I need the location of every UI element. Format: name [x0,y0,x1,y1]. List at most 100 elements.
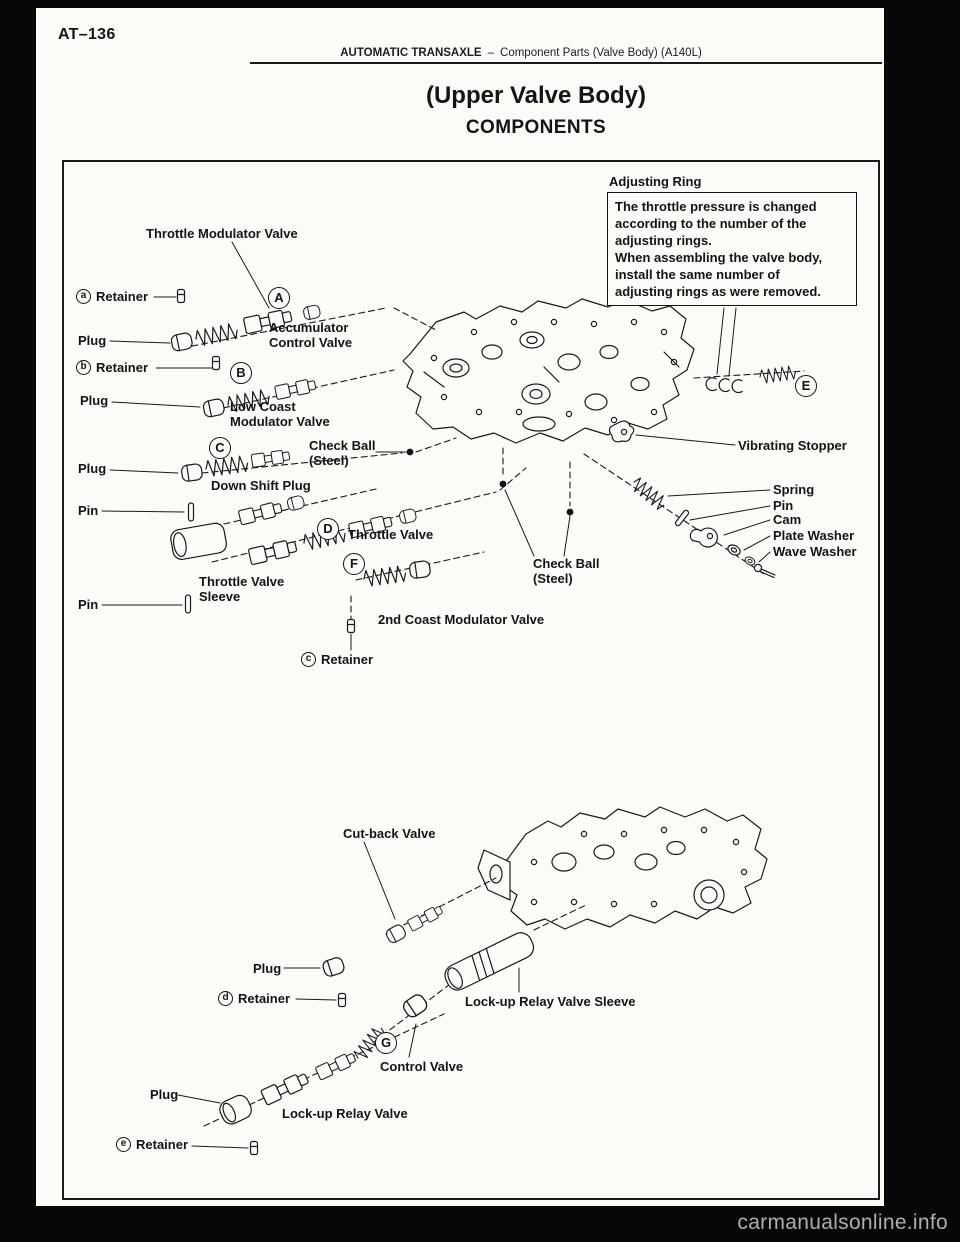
label-throttle-valve-sleeve: Throttle Valve Sleeve [199,574,285,604]
throttle-valve-sleeve-part [168,521,229,562]
label-retainer-c-text: Retainer [321,652,374,667]
plug-part [285,494,306,512]
label-2nd-coast-modulator-valve: 2nd Coast Modulator Valve [378,612,545,627]
callout-A-icon: A [268,287,290,309]
plug-part [201,397,226,419]
lock-up-relay-valve-part [314,1050,358,1081]
header-section: AUTOMATIC TRANSAXLE [340,47,482,59]
pin-part [187,502,195,522]
check-ball-part [565,508,575,517]
plug-part [320,955,347,979]
wave-washer-part [743,554,757,568]
label-throttle-modulator-valve: Throttle Modulator Valve [146,226,298,241]
diagram-box: Adjusting Ring The throttle pressure is … [62,160,880,1200]
screw-part [753,563,776,579]
label-lock-up-relay-valve: Lock-up Relay Valve [282,1106,408,1121]
label-lock-up-relay-valve-sleeve: Lock-up Relay Valve Sleeve [465,994,636,1009]
cut-back-valve-part [406,903,445,932]
label-spring: Spring [773,482,815,497]
callout-D-icon: D [317,518,339,540]
retainer-clip-part [346,618,356,634]
pin-part [184,594,192,614]
adjusting-ring-part [718,378,730,393]
check-ball-part [499,480,507,488]
low-coast-modulator-valve-part [274,377,318,401]
second-coast-modulator-valve-part [408,559,432,580]
header: AUTOMATIC TRANSAXLE–Component Parts (Val… [196,47,846,59]
throttle-valve-part [247,538,299,566]
label-low-coast-modulator-valve: Low Coast Modulator Valve [230,399,330,429]
lock-up-relay-valve-sleeve-part [440,928,538,995]
adjusting-ring-part [731,379,743,394]
page-title: (Upper Valve Body) COMPONENTS [336,82,736,139]
callout-B-icon: B [230,362,252,384]
label-throttle-valve: Throttle Valve [348,527,434,542]
label-plug-2: Plug [80,393,109,408]
label-check-ball-2: Check Ball (Steel) [533,556,600,586]
diagram-line-art [101,241,805,1156]
lock-up-relay-valve-part [260,1070,311,1106]
label-retainer-a-text: Retainer [96,289,149,304]
label-retainer-c: c Retainer [301,652,373,667]
spring-part [362,564,408,588]
label-retainer-e-text: Retainer [136,1137,189,1152]
spring-part [758,364,797,385]
lower-valve-body-casting [477,806,768,930]
down-shift-plug-part [237,500,284,526]
header-subsection: Component Parts (Valve Body) (A140L) [500,47,702,59]
label-control-valve: Control Valve [380,1059,464,1074]
check-ball-part [406,448,414,456]
spring-part [629,475,669,512]
label-adjusting-ring: Adjusting Ring [609,174,702,189]
cut-back-valve-part [384,922,408,945]
title-components: COMPONENTS [465,117,607,138]
callout-a-icon: a [76,289,91,304]
label-plug-3: Plug [78,461,107,476]
callout-d-icon: d [218,991,233,1006]
label-retainer-b-text: Retainer [96,360,149,375]
retainer-clip-part [176,288,186,304]
label-cam: Cam [773,512,802,527]
watermark: carmanualsonline.info [737,1211,948,1234]
callout-c-icon: c [301,652,316,667]
adjusting-ring-part [705,377,717,392]
label-pin-1: Pin [78,503,99,518]
label-pin-2: Pin [78,597,99,612]
label-down-shift-plug: Down Shift Plug [211,478,311,493]
title-upper-valve-body: (Upper Valve Body) [425,82,647,109]
spring-part [204,454,250,478]
label-retainer-d-text: Retainer [238,991,291,1006]
upper-valve-body-casting [402,298,695,444]
pin-part [673,508,691,528]
label-pin-3: Pin [773,498,794,513]
label-retainer-a: a Retainer [76,289,148,304]
manual-page: AT–136 AUTOMATIC TRANSAXLE–Component Par… [36,8,884,1206]
label-leader-lines [101,241,771,1149]
label-plug-5: Plug [150,1087,179,1102]
header-separator: – [487,47,495,59]
label-check-ball-1: Check Ball (Steel) [309,438,376,468]
adjusting-ring-note: The throttle pressure is changed accordi… [607,192,857,306]
retainer-clip-part [337,992,347,1008]
accumulator-control-valve-part [302,303,322,321]
callout-e-icon: e [116,1137,131,1152]
plug-part [398,507,418,525]
callout-G-icon: G [375,1032,397,1054]
label-cut-back-valve: Cut-back Valve [343,826,436,841]
retainer-clip-part [249,1140,259,1156]
plug-part [180,462,204,483]
label-vibrating-stopper: Vibrating Stopper [738,438,847,453]
spring-part [193,321,240,348]
cam-part [689,527,718,548]
label-accumulator-control-valve: Accumulator Control Valve [269,320,353,350]
plug-part [216,1091,255,1128]
retainer-clip-part [211,355,221,371]
callout-C-icon: C [209,437,231,459]
label-plug-1: Plug [78,333,107,348]
page-code: AT–136 [58,26,116,43]
plate-washer-part [725,542,743,558]
label-retainer-e: e Retainer [116,1137,188,1152]
label-plate-washer: Plate Washer [773,528,855,543]
